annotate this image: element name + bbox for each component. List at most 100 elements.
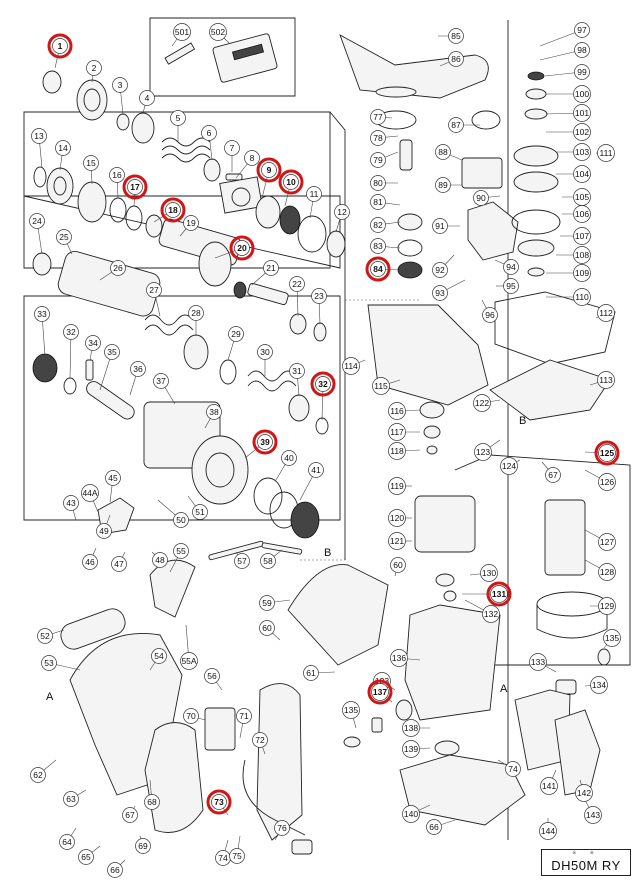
callout-circle [252, 732, 268, 748]
callout-number: 70 [186, 711, 196, 721]
callout-circle [503, 278, 519, 294]
callout-circle [85, 335, 101, 351]
callout: 46 [82, 554, 98, 570]
callout-number: 61 [306, 668, 316, 678]
callout-circle [173, 23, 191, 41]
callout-circle [603, 629, 621, 647]
callout: 98 [574, 42, 590, 58]
callout-circle [370, 238, 386, 254]
callout-circle [55, 140, 71, 156]
callout-number: 20 [237, 243, 247, 253]
callout-number: 16 [112, 170, 122, 180]
callout-number: 121 [390, 536, 404, 546]
callout-number: 43 [66, 498, 76, 508]
callout-circle [144, 794, 160, 810]
callout-number: 138 [404, 723, 418, 733]
callout-number: 60 [393, 560, 403, 570]
callout: 118 [388, 442, 406, 460]
callout-circle [573, 227, 591, 245]
callout-number: 19 [186, 218, 196, 228]
callout: 27 [146, 282, 162, 298]
callout: 57 [234, 553, 250, 569]
highlight-ring [594, 440, 620, 466]
callout-number: 103 [575, 147, 589, 157]
callout-number: 53 [44, 658, 54, 668]
callout: 111 [597, 144, 615, 162]
callout-number: 137 [373, 687, 387, 697]
callout: 134 [590, 676, 608, 694]
callout-number: 32 [318, 379, 328, 389]
callout: 67 [122, 807, 138, 823]
callout-circle [153, 373, 169, 389]
callout: 37 [153, 373, 169, 389]
callout: 109 [573, 264, 591, 282]
callout-circle [370, 194, 386, 210]
callout-number: 44A [82, 488, 97, 498]
callout-circle [165, 202, 181, 218]
callout-circle [573, 143, 591, 161]
callout: 5 [170, 110, 186, 126]
callout-number: 2 [92, 63, 97, 73]
callout-number: 51 [195, 507, 205, 517]
callout-number: 108 [575, 250, 589, 260]
callout: 138 [402, 719, 420, 737]
callout: 48 [152, 552, 168, 568]
callout-circle [474, 443, 492, 461]
callout-number: 90 [476, 193, 486, 203]
callout: 502 [209, 23, 227, 41]
callout: 50 [173, 512, 189, 528]
callout: 97 [574, 22, 590, 38]
callout-number: 5 [176, 113, 181, 123]
callout-highlighted: 1 [47, 33, 73, 59]
callout-number: 45 [108, 473, 118, 483]
callout-circle [188, 305, 204, 321]
callout-circle [590, 676, 608, 694]
callout: 126 [598, 473, 616, 491]
callout: 112 [597, 304, 615, 322]
callout: 113 [597, 371, 615, 389]
callout-circle [78, 849, 94, 865]
callout-circle [573, 85, 591, 103]
callout: 83 [370, 238, 386, 254]
callout-circle [63, 791, 79, 807]
callout-circle [29, 213, 45, 229]
callout-highlighted: 137 [367, 679, 393, 705]
callout-circle [574, 42, 590, 58]
callout-circle [388, 532, 406, 550]
callout: 72 [252, 732, 268, 748]
callout-number: 131 [492, 589, 506, 599]
callout: 15 [83, 155, 99, 171]
model-name: DH50M RY [551, 858, 621, 873]
callout-circle [107, 862, 123, 878]
callout-circle [109, 167, 125, 183]
callout: 16 [109, 167, 125, 183]
callout: 101 [573, 104, 591, 122]
callout-number: 136 [392, 653, 406, 663]
callout-circle [224, 140, 240, 156]
callout-circle [63, 324, 79, 340]
callout-number: 59 [262, 598, 272, 608]
callout-number: 65 [81, 852, 91, 862]
callout-number: 79 [373, 155, 383, 165]
callout: 140 [402, 805, 420, 823]
callout-number: 74 [218, 853, 228, 863]
callout-number: 100 [575, 89, 589, 99]
callout-circle [473, 394, 491, 412]
callout-number: 86 [451, 54, 461, 64]
callout: 106 [573, 205, 591, 223]
callout-number: 58 [263, 556, 273, 566]
callout-number: 105 [575, 192, 589, 202]
callout-number: 139 [404, 744, 418, 754]
callout-number: 22 [292, 279, 302, 289]
callout-number: 92 [435, 265, 445, 275]
callout-circle [388, 477, 406, 495]
callout-number: 49 [99, 526, 109, 536]
callout-circle [342, 357, 360, 375]
callout: 12 [334, 204, 350, 220]
callout-circle [110, 260, 126, 276]
callout-number: 102 [575, 127, 589, 137]
callout-number: 71 [239, 711, 249, 721]
callout-number: 21 [266, 263, 276, 273]
callout-circle [259, 595, 275, 611]
callout: 88 [435, 144, 451, 160]
